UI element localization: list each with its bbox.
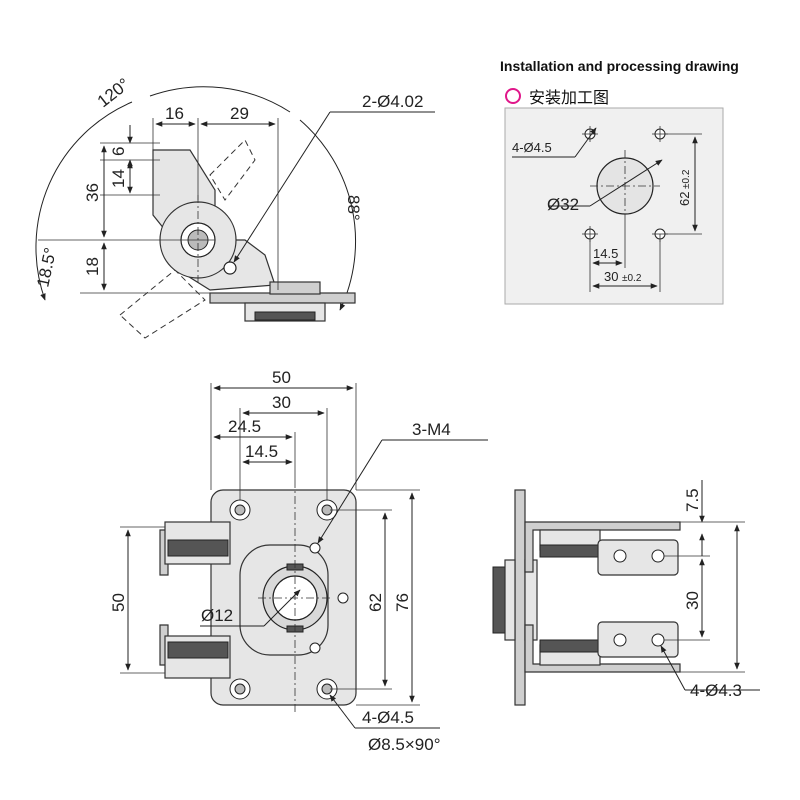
front-thread-label: 3-M4: [412, 420, 451, 439]
panel-dim-62: 62: [677, 192, 692, 206]
front-hole-label: 4-Ø4.5: [362, 708, 414, 727]
panel-center-label: Ø32: [547, 195, 579, 214]
angle-88: 88°: [344, 195, 363, 221]
front-dim-50-top: 50: [272, 368, 291, 387]
side-dim-14: 14: [109, 169, 128, 188]
panel-dim-62-tol: ±0.2: [681, 169, 692, 189]
pin-hole: [223, 261, 237, 275]
panel-dim-30: 30: [604, 269, 618, 284]
pin-label: 2-Ø4.02: [362, 92, 423, 111]
angle-18-5: 18.5°: [33, 246, 60, 289]
side-view: 120° 88° 18.5°: [33, 75, 435, 339]
front-dim-62: 62: [366, 593, 385, 612]
panel-holes: [582, 126, 668, 242]
panel-dim-30-tol: ±0.2: [622, 273, 642, 284]
magenta-ring-icon: [505, 88, 521, 104]
side-dim-36: 36: [83, 183, 102, 202]
side-dim-6: 6: [109, 147, 128, 156]
front-thread-holes: [309, 542, 349, 654]
side-dim-29: 29: [230, 104, 249, 123]
front-dim-50-left: 50: [109, 593, 128, 612]
panel-hole-label: 4-Ø4.5: [512, 140, 552, 155]
front-dim-30: 30: [272, 393, 291, 412]
angle-120: 120°: [94, 75, 133, 112]
side-dim-18: 18: [83, 257, 102, 276]
front-dim-24-5: 24.5: [228, 417, 261, 436]
side-dim-16: 16: [165, 104, 184, 123]
end-plate: [514, 489, 526, 706]
panel-title-cn: 安装加工图: [505, 84, 609, 108]
front-dim-76: 76: [393, 593, 412, 612]
end-hole-label: 4-Ø4.3: [690, 681, 742, 700]
end-boss-left: [492, 566, 506, 634]
ghost-lid-down: [119, 269, 206, 339]
panel-title-cn-text: 安装加工图: [529, 88, 610, 107]
end-tab-top: [597, 539, 679, 576]
installation-panel: 4-Ø4.5 Ø32 62 ±0.2 14.5 30 ±0.2: [504, 107, 724, 305]
panel-title-en: Installation and processing drawing: [500, 58, 739, 74]
panel-dim-14-5: 14.5: [593, 246, 618, 261]
front-csk-label: Ø8.5×90°: [368, 735, 441, 754]
front-mount-holes: [229, 499, 338, 700]
end-dim-30: 30: [683, 591, 702, 610]
ghost-lid-up: [209, 139, 256, 201]
front-dim-14-5: 14.5: [245, 442, 278, 461]
end-view: 7.5 30 4-Ø4.3: [492, 480, 760, 706]
front-view: 50 30 24.5 14.5 3-M4 50 62 76: [109, 368, 488, 754]
front-bore-label: Ø12: [201, 606, 233, 625]
end-dim-7-5: 7.5: [683, 488, 702, 512]
end-tab-bottom: [597, 621, 679, 658]
